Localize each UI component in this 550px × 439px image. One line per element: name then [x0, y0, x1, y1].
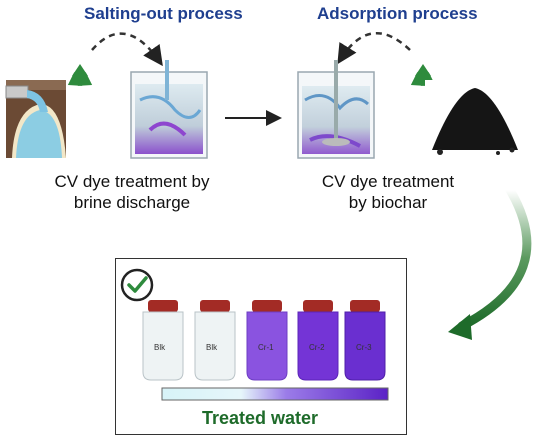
salting-out-title: Salting-out process [84, 4, 243, 23]
adsorption-caption-line1: CV dye treatment [321, 172, 455, 191]
biochar-image [425, 80, 520, 158]
bottle [194, 300, 236, 381]
color-gradient-bar [161, 387, 389, 401]
flow-arrow [457, 185, 532, 331]
adsorption-caption-line2: by biochar [348, 193, 428, 212]
bottle-group [142, 300, 386, 381]
salting-caption-line2: brine discharge [73, 193, 191, 212]
checkmark-icon [120, 268, 154, 302]
recycle-icon [67, 64, 93, 86]
salting-beaker-image [130, 60, 208, 159]
bottle [297, 300, 339, 381]
treated-water-panel [115, 258, 407, 435]
adsorption-caption: CV dye treatment by biochar [298, 171, 478, 213]
salting-caption-line1: CV dye treatment by [54, 172, 210, 191]
bottle-label: Blk [206, 343, 218, 352]
adsorption-beaker-image [297, 60, 375, 159]
brine-discharge-image [5, 80, 66, 158]
bottle-label: Cr-1 [258, 343, 274, 352]
bottle-label: Cr-2 [309, 343, 325, 352]
adsorption-title: Adsorption process [317, 4, 478, 23]
salting-caption: CV dye treatment by brine discharge [22, 171, 242, 213]
bottle [142, 300, 184, 381]
bottle-label: Cr-3 [356, 343, 372, 352]
bottle-label: Blk [154, 343, 166, 352]
treated-water-label: Treated water [201, 408, 319, 428]
dashed-cycle-arrow-right [337, 32, 411, 65]
bottle [246, 300, 288, 381]
dashed-cycle-arrow-left [91, 32, 163, 67]
bottle [344, 300, 386, 381]
